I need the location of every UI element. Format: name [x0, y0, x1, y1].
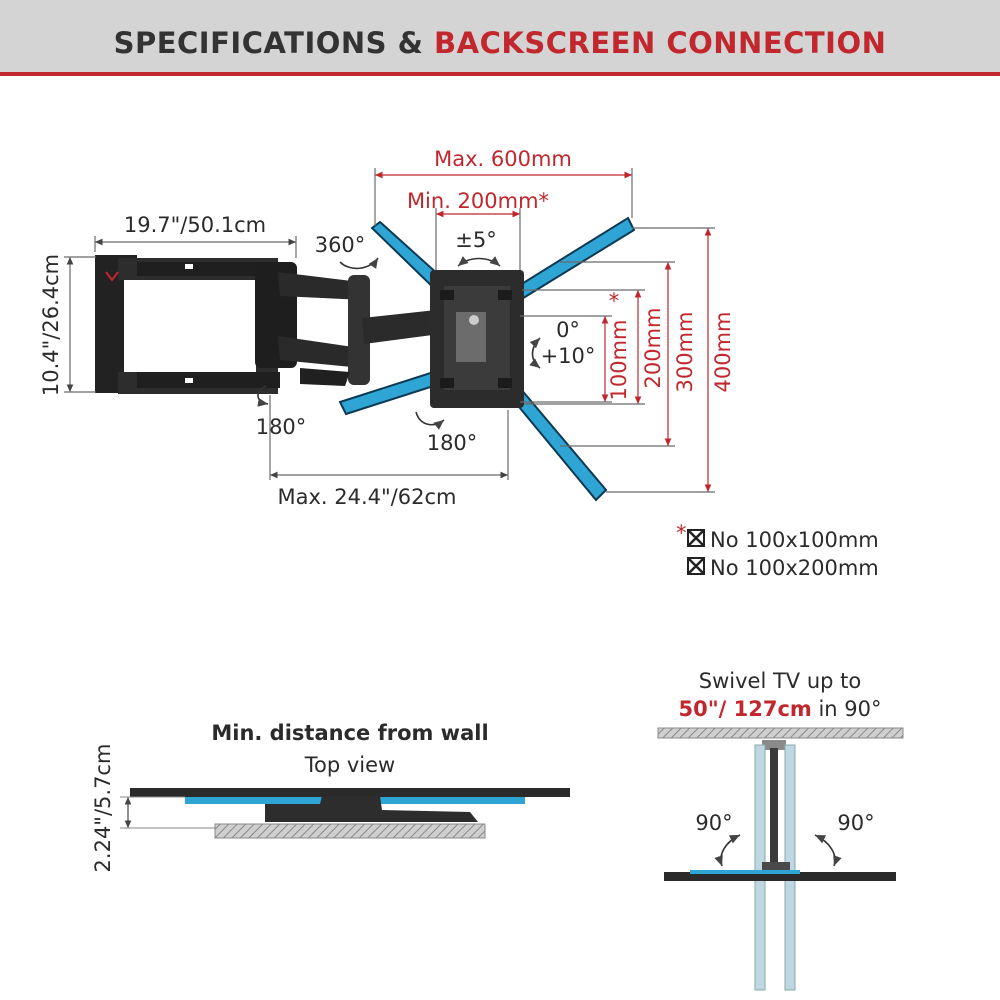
min-width-label: Min. 200mm*	[407, 189, 549, 213]
height-200-label: 200mm	[641, 308, 665, 389]
height-100-star: *	[609, 289, 620, 313]
notes-star: *	[676, 521, 687, 545]
height-100-label: 100mm	[607, 320, 631, 401]
swivel-drawing: Swivel TV up to 50"/ 127cm in 90° 90° 90…	[657, 669, 904, 991]
tilt-down-label: +10°	[541, 344, 596, 368]
wall-mount-drawing	[95, 216, 636, 502]
crossed-box-icon	[687, 557, 705, 575]
articulating-arms	[278, 272, 440, 386]
tilt-swivel-label: ±5°	[455, 228, 496, 252]
wall-distance-dimension: 2.24"/5.7cm	[91, 744, 115, 873]
swivel-angle-right: 90°	[837, 811, 874, 835]
tv-panel	[130, 788, 570, 797]
plate-height-label: 10.4"/26.4cm	[39, 254, 63, 396]
swivel-arm	[770, 748, 778, 868]
note-item-2: No 100x200mm	[710, 556, 879, 580]
dimension-lines	[64, 168, 715, 493]
wall-swivel-label: 180°	[256, 415, 307, 439]
arm-width-label: 19.7"/50.1cm	[124, 213, 266, 237]
rotation-label: 360°	[315, 233, 366, 257]
page-title: SPECIFICATIONS & BACKSCREEN CONNECTION	[0, 26, 1000, 60]
note-item-1: No 100x100mm	[710, 528, 879, 552]
wall-hatch	[214, 823, 486, 839]
wall-top	[657, 727, 904, 739]
wall-distance-title: Min. distance from wall	[211, 721, 488, 745]
wall-distance-drawing: Min. distance from wall Top view 2.24"/5…	[91, 721, 570, 872]
title-part-dark: SPECIFICATIONS &	[113, 26, 435, 60]
mount-profile	[265, 796, 478, 822]
wall-plate	[95, 255, 297, 394]
tilt-head-plate	[430, 270, 524, 408]
vesa-notes: * No 100x100mm No 100x200mm	[676, 521, 879, 580]
swivel-suffix: in 90°	[812, 697, 882, 721]
extension-label: Max. 24.4"/62cm	[278, 485, 457, 509]
swivel-line-1: Swivel TV up to	[699, 669, 861, 693]
title-part-red: BACKSCREEN CONNECTION	[434, 26, 887, 60]
height-300-label: 300mm	[673, 312, 697, 393]
wall-distance-subtitle: Top view	[304, 753, 395, 777]
swivel-size: 50"/ 127cm	[678, 697, 811, 721]
swivel-line-2: 50"/ 127cm in 90°	[678, 697, 881, 721]
height-400-label: 400mm	[711, 312, 735, 393]
max-width-label: Max. 600mm	[434, 147, 572, 171]
tilt-up-label: 0°	[556, 318, 580, 342]
tv-panel-swivel	[664, 872, 896, 881]
swivel-angle-left: 90°	[695, 811, 732, 835]
rotation-arrows	[257, 256, 541, 430]
crossed-box-icon	[687, 529, 705, 547]
head-swivel-label: 180°	[427, 431, 478, 455]
header-bar: SPECIFICATIONS & BACKSCREEN CONNECTION	[0, 0, 1000, 76]
